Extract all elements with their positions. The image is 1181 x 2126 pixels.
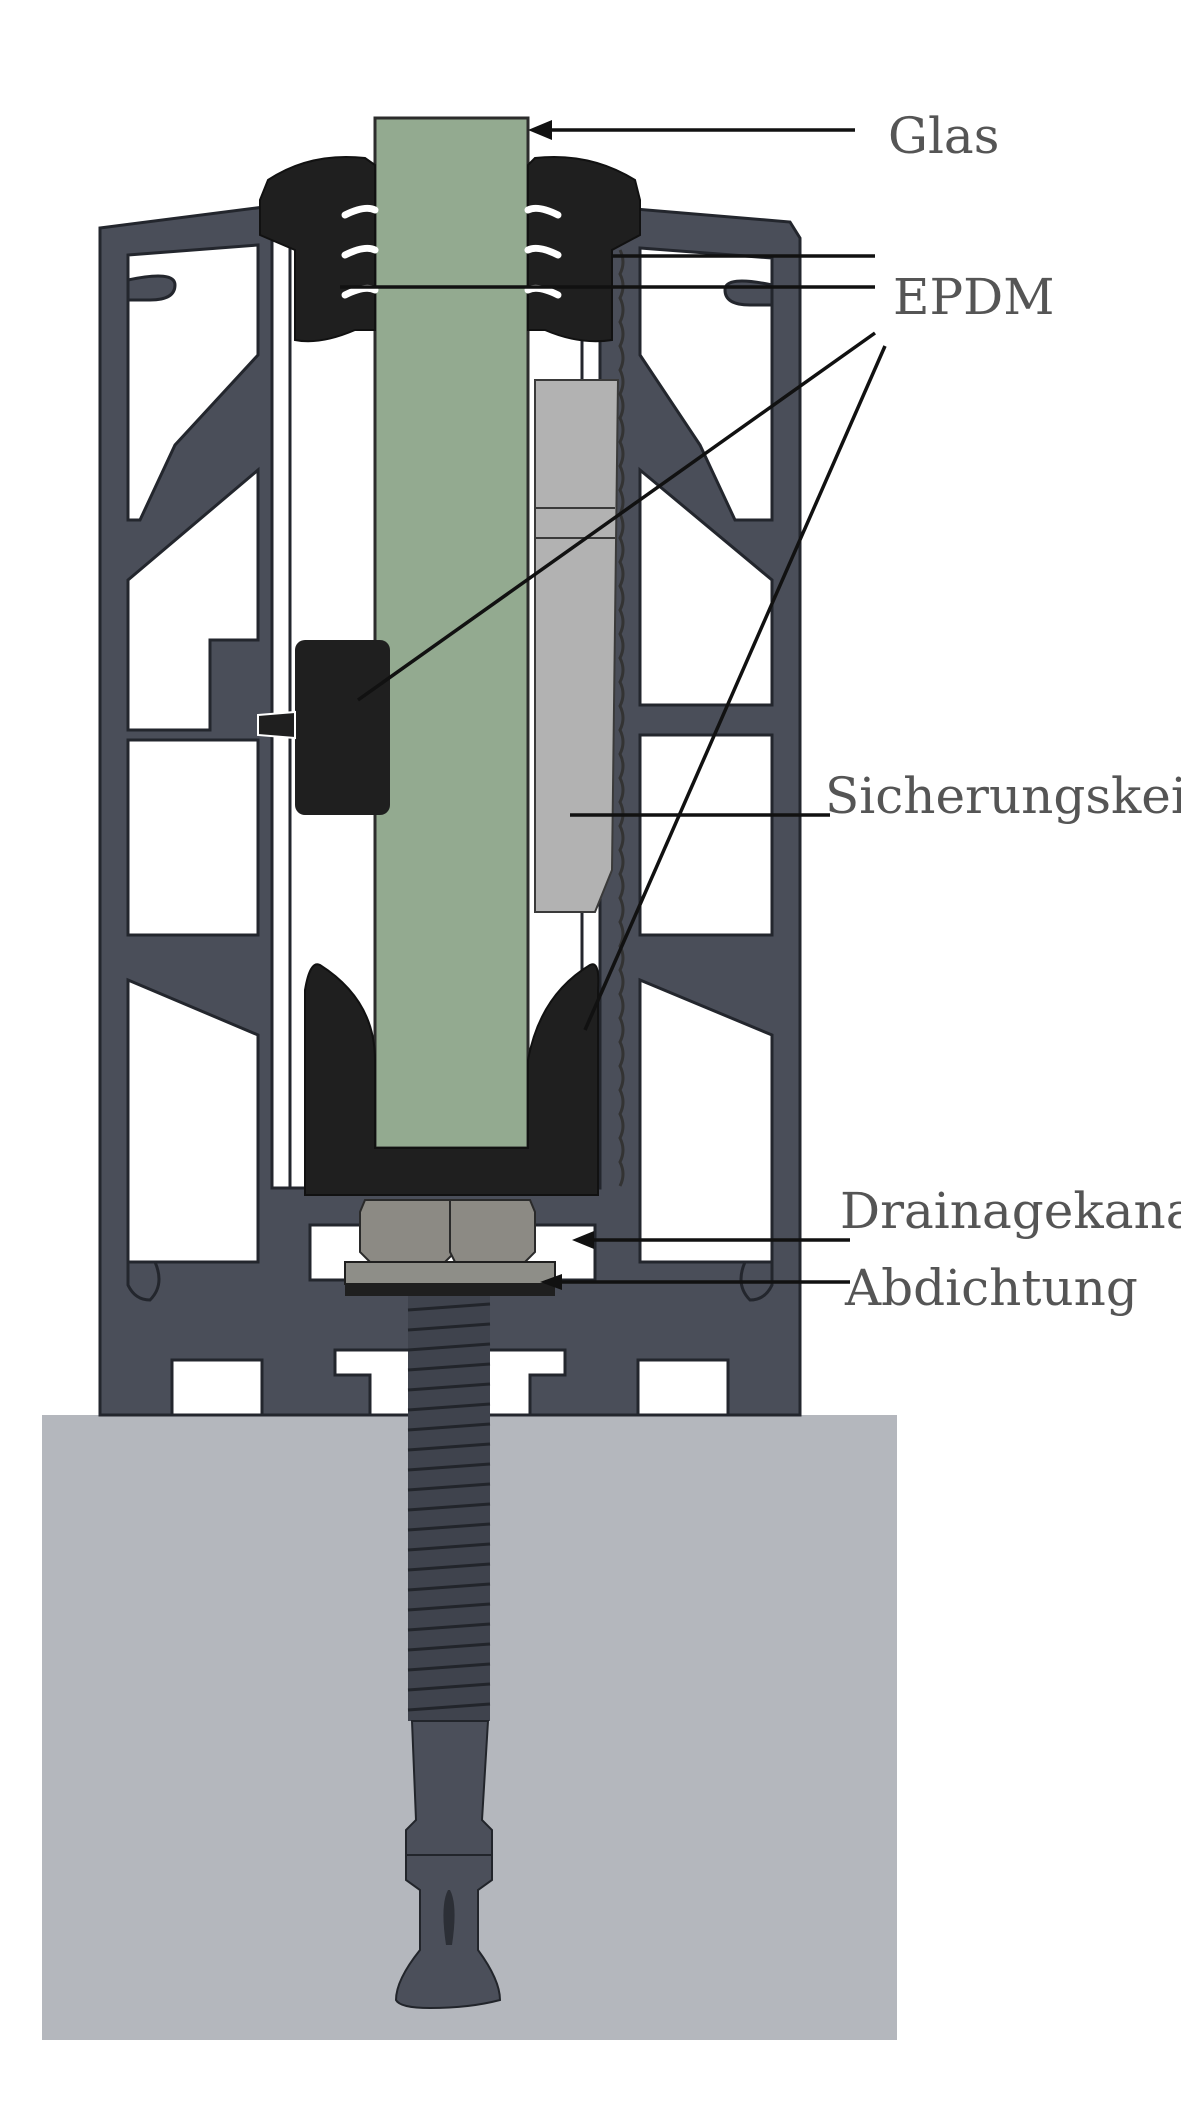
locking-wedge: [534, 379, 620, 913]
label-sicherungskeil: Sicherungskeil: [825, 767, 1181, 825]
label-abdichtung: Abdichtung: [844, 1259, 1138, 1317]
label-drainagekanal: Drainagekanal: [840, 1182, 1181, 1240]
label-epdm: EPDM: [893, 268, 1054, 326]
sealing-washer: [344, 1261, 556, 1285]
left-chambers: [126, 243, 260, 1264]
hex-nuts: [359, 1199, 536, 1263]
thread-lines: [407, 1302, 491, 1712]
sealing-gasket: [345, 1284, 555, 1296]
epdm-seal-bottom: [304, 963, 600, 1196]
leader-arrowheads: [528, 120, 594, 1290]
right-chambers: [638, 246, 774, 1264]
label-glas: Glas: [888, 107, 999, 165]
serrated-edge: [618, 249, 625, 1187]
side-clip: [257, 710, 296, 740]
epdm-side-block: [295, 640, 390, 815]
anchor-sleeve: [394, 1720, 502, 2010]
leader-lines: [340, 128, 887, 1284]
